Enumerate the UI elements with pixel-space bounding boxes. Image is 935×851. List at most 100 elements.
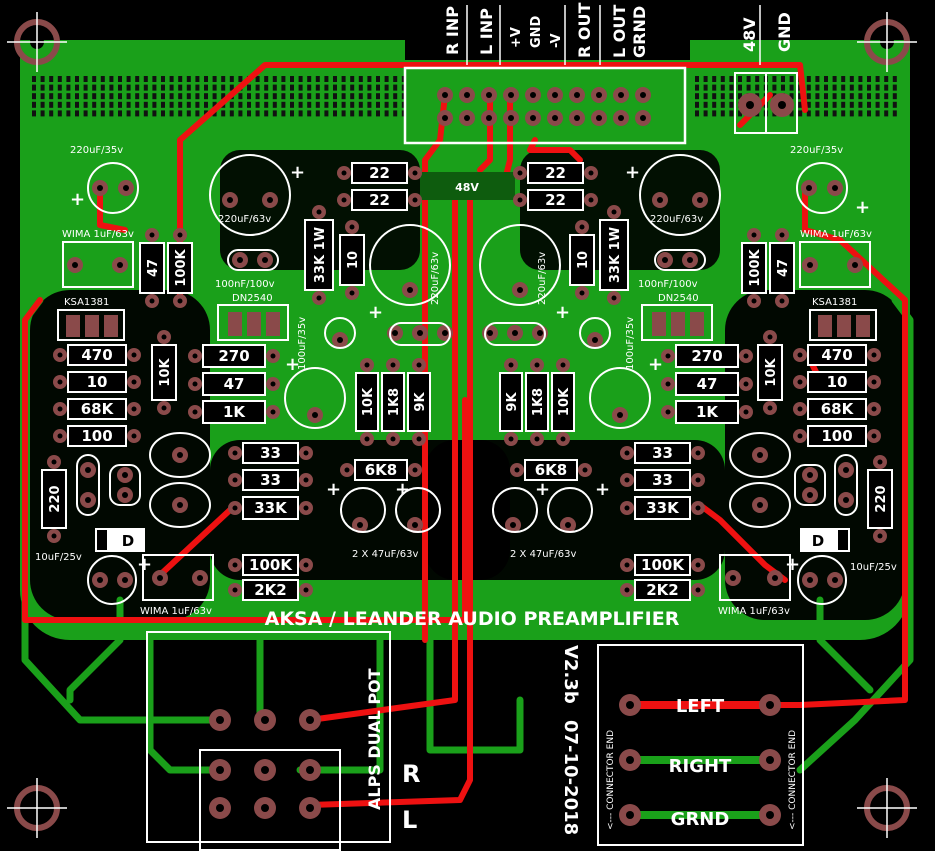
resistor-label: 1K [696,403,719,421]
label-dn2540-left: DN2540 [232,293,273,304]
diode-right-label: D [812,532,824,550]
resistor-label: 33 [260,444,281,462]
label-c10u25-left: 10uF/25v [35,552,82,563]
label-c220-63-center-right: 220uF/63v [537,252,548,305]
resistor-r10k: 10K [757,330,783,415]
svg-text:+: + [285,354,300,375]
svg-text:+: + [535,479,550,500]
resistor-label: 470 [821,346,852,364]
header-label-l-out: L OUT [610,5,629,58]
resistor-label: 33K 1W [608,227,623,283]
diode-left-label: D [122,532,134,550]
resistor-label: 6K8 [365,461,398,479]
header-label-plus-v: +V [509,27,524,48]
resistor-r9k: 9K [499,358,523,446]
resistor-r10: 10 [339,220,365,300]
header-label-gnd: GND [529,15,544,48]
label-dn2540-right: DN2540 [658,293,699,304]
output-connector: LEFT RIGHT GRND <--- CONNECTOR END <--- … [597,644,804,846]
resistor-r10: 10 [53,371,141,393]
center-bus-label: 48V [455,181,479,194]
header-label-minus-v: -V [549,33,564,48]
resistor-r1k: 1K [661,400,753,424]
svg-text:+: + [625,162,640,183]
resistor-label: 22 [369,164,390,182]
header-pads [437,87,651,126]
resistor-label: 10 [827,373,848,391]
label-c100u35-right: 100uF/35v [625,317,636,370]
connector-grnd-label: GRND [671,809,730,830]
resistor-r47: 47 [661,372,753,396]
pot-label: ALPS DUAL POT [365,668,384,810]
resistor-r270: 270 [188,344,280,368]
resistor-label: 10K [764,357,779,386]
resistor-r33: 33 [620,442,705,464]
resistor-label: 22 [545,164,566,182]
resistor-label: 470 [81,346,112,364]
resistor-r100k: 100K [620,554,705,576]
resistor-label: 100K [748,248,763,286]
resistor-r9k: 9K [407,358,431,446]
resistor-r10: 10 [569,220,595,300]
svg-text:+: + [595,479,610,500]
resistor-r100: 100 [793,425,881,447]
resistor-r2k2: 2K2 [620,579,705,601]
resistor-label: 33 [652,471,673,489]
resistor-r6k8: 6K8 [340,459,422,481]
resistor-label: 9K [505,392,520,412]
resistor-r22: 22 [513,189,598,211]
diodes: D D [95,528,850,552]
resistor-label: 9K [413,392,428,412]
resistor-r100k: 100K [167,228,193,308]
label-wima-bottom-left: WIMA 1uF/63v [140,606,212,617]
connector-end-label-right: <--- CONNECTOR END [788,730,798,830]
mounting-hole-bottom-left [7,778,67,838]
resistor-r1k: 1K [188,400,280,424]
resistor-label: 1K8 [531,388,546,416]
resistor-label: 10 [87,373,108,391]
silk-labels: 220uF/35v 220uF/35v 220uF/63v 220uF/63v … [35,145,897,617]
transistor-pads [66,312,870,337]
resistor-label: 33K [646,499,680,517]
resistor-label: 33 [260,471,281,489]
drill-grid [32,76,897,117]
label-c220-63-right: 220uF/63v [650,214,703,225]
alps-pot: ALPS DUAL POT R L [146,631,420,851]
resistor-label: 270 [691,347,722,365]
svg-text:+: + [785,554,800,575]
resistor-label: 10 [346,251,361,269]
resistor-r33k1w: 33K 1W [599,205,629,305]
resistor-label: 68K [81,400,115,418]
resistor-label: 33K 1W [313,227,328,283]
resistor-r10: 10 [793,371,881,393]
resistor-r22: 22 [337,189,422,211]
resistor-label: 10K [361,387,376,416]
header-labels: R INP L INP +V GND -V R OUT L OUT GRND 4… [443,3,794,58]
diode-right: D [800,528,850,552]
resistor-r2k2: 2K2 [228,579,313,601]
resistor-label: 33K [254,499,288,517]
svg-text:+: + [648,354,663,375]
header-label-l-inp: L INP [477,8,496,55]
label-wima-top-left: WIMA 1uF/63v [62,229,134,240]
header-label-r-inp: R INP [443,6,462,55]
power-label-gnd: GND [775,12,794,52]
resistor-r33: 33 [228,469,313,491]
capacitor-outlines [76,154,858,605]
resistor-label: 10K [557,387,572,416]
mounting-hole-top-right [857,12,917,72]
resistor-r33: 33 [620,469,705,491]
svg-text:+: + [368,302,383,323]
resistor-r68k: 68K [793,398,881,420]
label-wima-bottom-right: WIMA 1uF/63v [718,606,790,617]
svg-text:+: + [395,479,410,500]
center-bus: 48V [420,172,515,200]
resistor-r22: 22 [513,162,598,184]
svg-text:+: + [70,189,85,210]
diode-left: D [95,528,145,552]
resistor-r1k8: 1K8 [381,358,405,446]
power-label-48v: 48V [740,17,759,52]
label-c220-35-right: 220uF/35v [790,145,843,156]
